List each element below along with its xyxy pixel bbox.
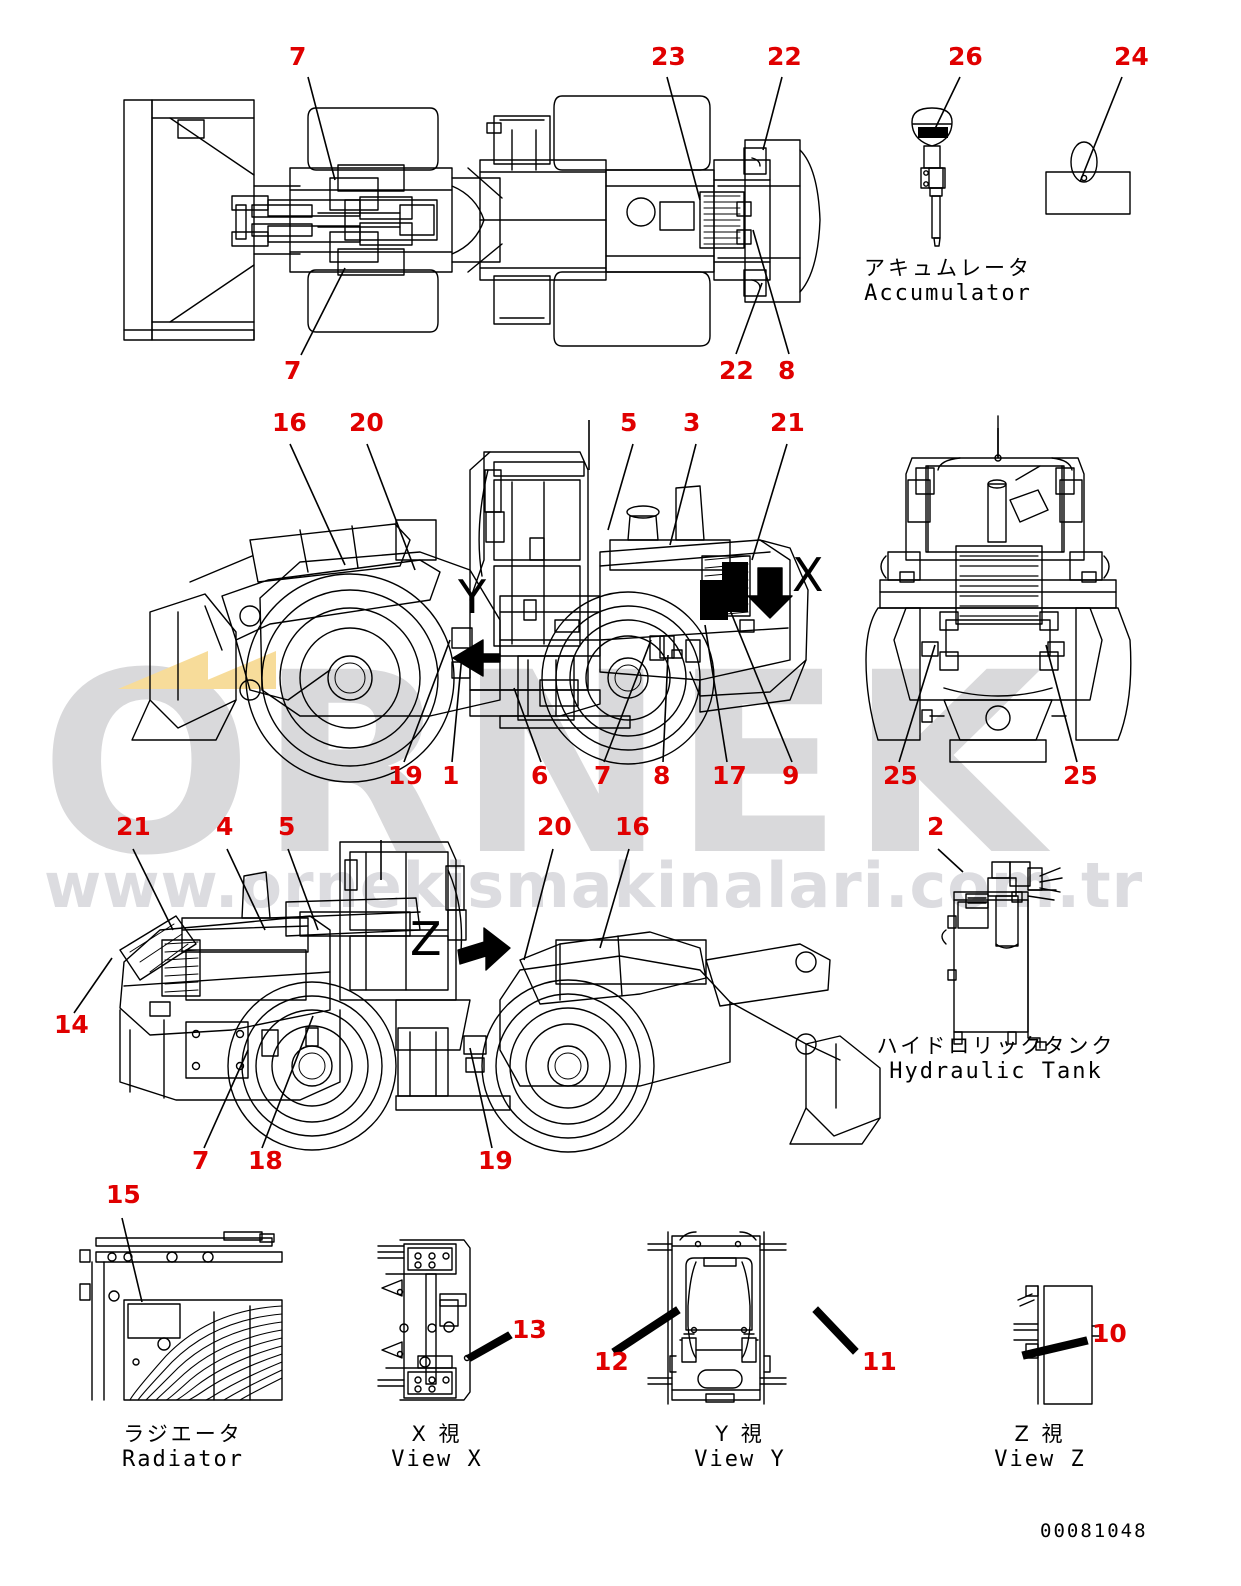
callout-9[interactable]: 9 [782, 761, 800, 790]
caption-accumulator: アキュムレータ Accumulator [864, 256, 1032, 307]
view-letter-y: Y [458, 570, 487, 624]
callout-17[interactable]: 17 [712, 761, 747, 790]
plan-view-machine [123, 95, 821, 347]
radiator-detail [79, 1231, 283, 1401]
callout-13[interactable]: 13 [512, 1315, 547, 1344]
callout-26[interactable]: 26 [948, 42, 983, 71]
callout-5[interactable]: 5 [620, 408, 638, 437]
callout-7[interactable]: 7 [284, 356, 302, 385]
callout-25[interactable]: 25 [1063, 761, 1098, 790]
view-x-detail [377, 1239, 471, 1401]
caption-hydraulic-tank-jp: ハイドロリックタンク [876, 1034, 1116, 1058]
callout-20[interactable]: 20 [349, 408, 384, 437]
nameplate-detail [1045, 141, 1131, 215]
caption-view-y: Y 視 View Y [694, 1422, 785, 1473]
callout-20[interactable]: 20 [537, 812, 572, 841]
caption-view-z: Z 視 View Z [994, 1422, 1085, 1473]
callout-4[interactable]: 4 [216, 812, 234, 841]
callout-3[interactable]: 3 [683, 408, 701, 437]
callout-22[interactable]: 22 [767, 42, 802, 71]
callout-15[interactable]: 15 [106, 1180, 141, 1209]
callout-7[interactable]: 7 [289, 42, 307, 71]
caption-hydraulic-tank-en: Hydraulic Tank [889, 1058, 1103, 1084]
drawing-number: 00081048 [1040, 1520, 1148, 1542]
hydraulic-tank-detail [941, 861, 1063, 1051]
callout-19[interactable]: 19 [388, 761, 423, 790]
caption-accumulator-jp: アキュムレータ [864, 256, 1032, 280]
caption-view-z-jp: Z 視 [1014, 1422, 1066, 1446]
callout-8[interactable]: 8 [778, 356, 796, 385]
caption-view-y-en: View Y [694, 1446, 786, 1472]
callout-21[interactable]: 21 [770, 408, 805, 437]
side-view-machine-2 [119, 841, 881, 1153]
callout-16[interactable]: 16 [272, 408, 307, 437]
callout-6[interactable]: 6 [531, 761, 549, 790]
side-view-machine [131, 451, 809, 783]
callout-5[interactable]: 5 [278, 812, 296, 841]
caption-hydraulic-tank: ハイドロリックタンク Hydraulic Tank [877, 1034, 1116, 1085]
callout-19[interactable]: 19 [478, 1146, 513, 1175]
callout-18[interactable]: 18 [248, 1146, 283, 1175]
callout-25[interactable]: 25 [883, 761, 918, 790]
caption-radiator-en: Radiator [122, 1446, 244, 1472]
callout-11[interactable]: 11 [862, 1347, 897, 1376]
callout-14[interactable]: 14 [54, 1010, 89, 1039]
callout-1[interactable]: 1 [442, 761, 460, 790]
callout-7[interactable]: 7 [594, 761, 612, 790]
caption-view-z-en: View Z [994, 1446, 1086, 1472]
callout-12[interactable]: 12 [594, 1347, 629, 1376]
caption-view-y-jp: Y 視 [715, 1422, 765, 1446]
view-y-detail [647, 1231, 787, 1405]
callout-23[interactable]: 23 [651, 42, 686, 71]
caption-view-x-en: View X [391, 1446, 483, 1472]
caption-view-x: X 視 View X [391, 1422, 482, 1473]
view-letter-z: Z [410, 912, 442, 966]
callout-21[interactable]: 21 [116, 812, 151, 841]
callout-24[interactable]: 24 [1114, 42, 1149, 71]
callout-8[interactable]: 8 [653, 761, 671, 790]
caption-accumulator-en: Accumulator [864, 280, 1032, 306]
callout-22[interactable]: 22 [719, 356, 754, 385]
callout-2[interactable]: 2 [927, 812, 945, 841]
caption-view-x-jp: X 視 [411, 1422, 463, 1446]
callout-7[interactable]: 7 [192, 1146, 210, 1175]
callout-16[interactable]: 16 [615, 812, 650, 841]
callout-10[interactable]: 10 [1092, 1319, 1127, 1348]
view-z-detail [1013, 1285, 1101, 1405]
caption-radiator: ラジエータ Radiator [122, 1422, 244, 1473]
view-letter-x: X [792, 548, 824, 602]
caption-radiator-jp: ラジエータ [123, 1422, 243, 1446]
